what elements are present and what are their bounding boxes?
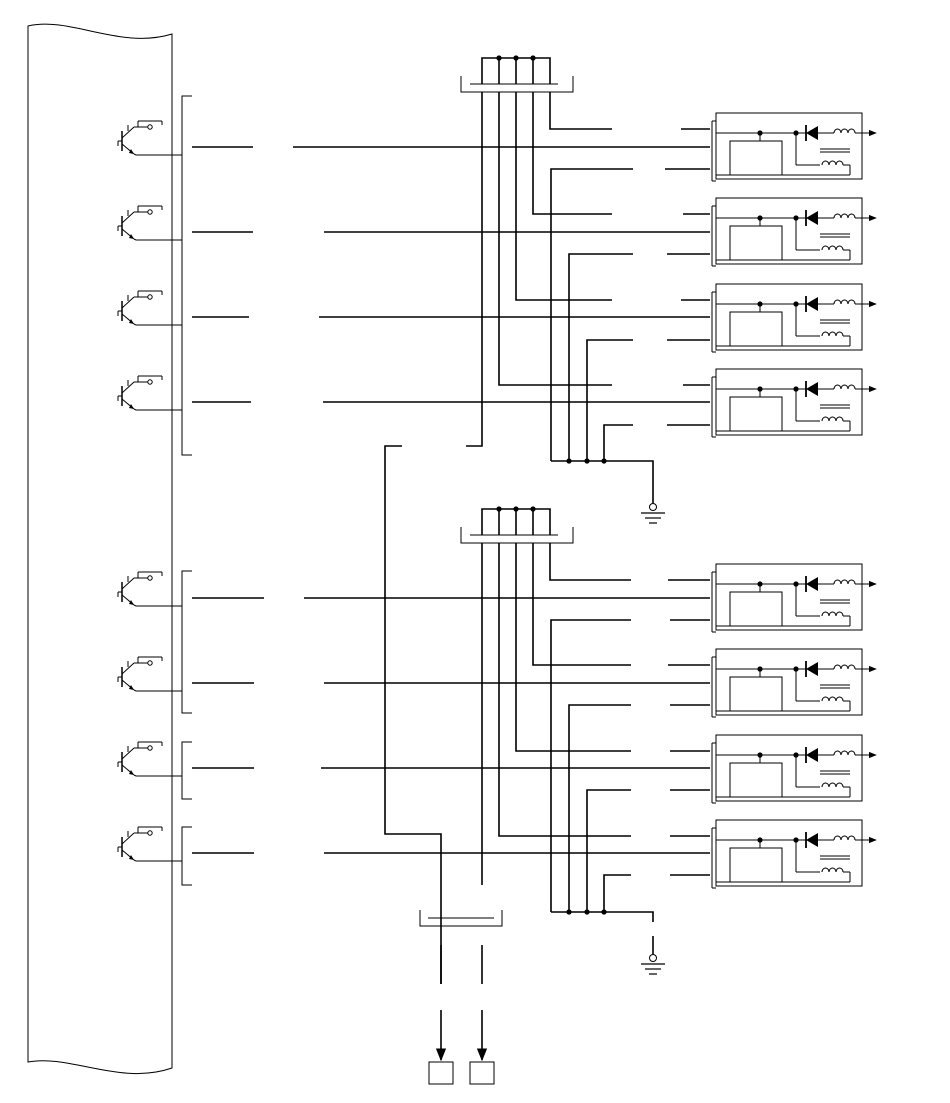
ignition-coil-module bbox=[712, 564, 876, 632]
top-connectors bbox=[461, 76, 573, 543]
ecm-connectors bbox=[182, 96, 192, 885]
output-terminal bbox=[429, 1062, 453, 1084]
wiring bbox=[192, 58, 710, 1062]
ignition-coil-module bbox=[712, 113, 876, 181]
junctions bbox=[496, 55, 607, 915]
ecm-body bbox=[28, 24, 172, 1073]
output-terminal bbox=[470, 1062, 494, 1084]
ground-icon bbox=[640, 953, 666, 975]
ignition-coil-module bbox=[712, 198, 876, 266]
ignition-coil-module bbox=[712, 369, 876, 437]
bottom-connector bbox=[420, 910, 502, 926]
ignition-coil-module bbox=[712, 649, 876, 717]
ignition-coil-module bbox=[712, 735, 876, 803]
coil-modules bbox=[712, 113, 876, 888]
ignition-coil-module bbox=[712, 820, 876, 888]
ground-icon bbox=[640, 502, 666, 524]
ignition-coil-module bbox=[712, 284, 876, 352]
